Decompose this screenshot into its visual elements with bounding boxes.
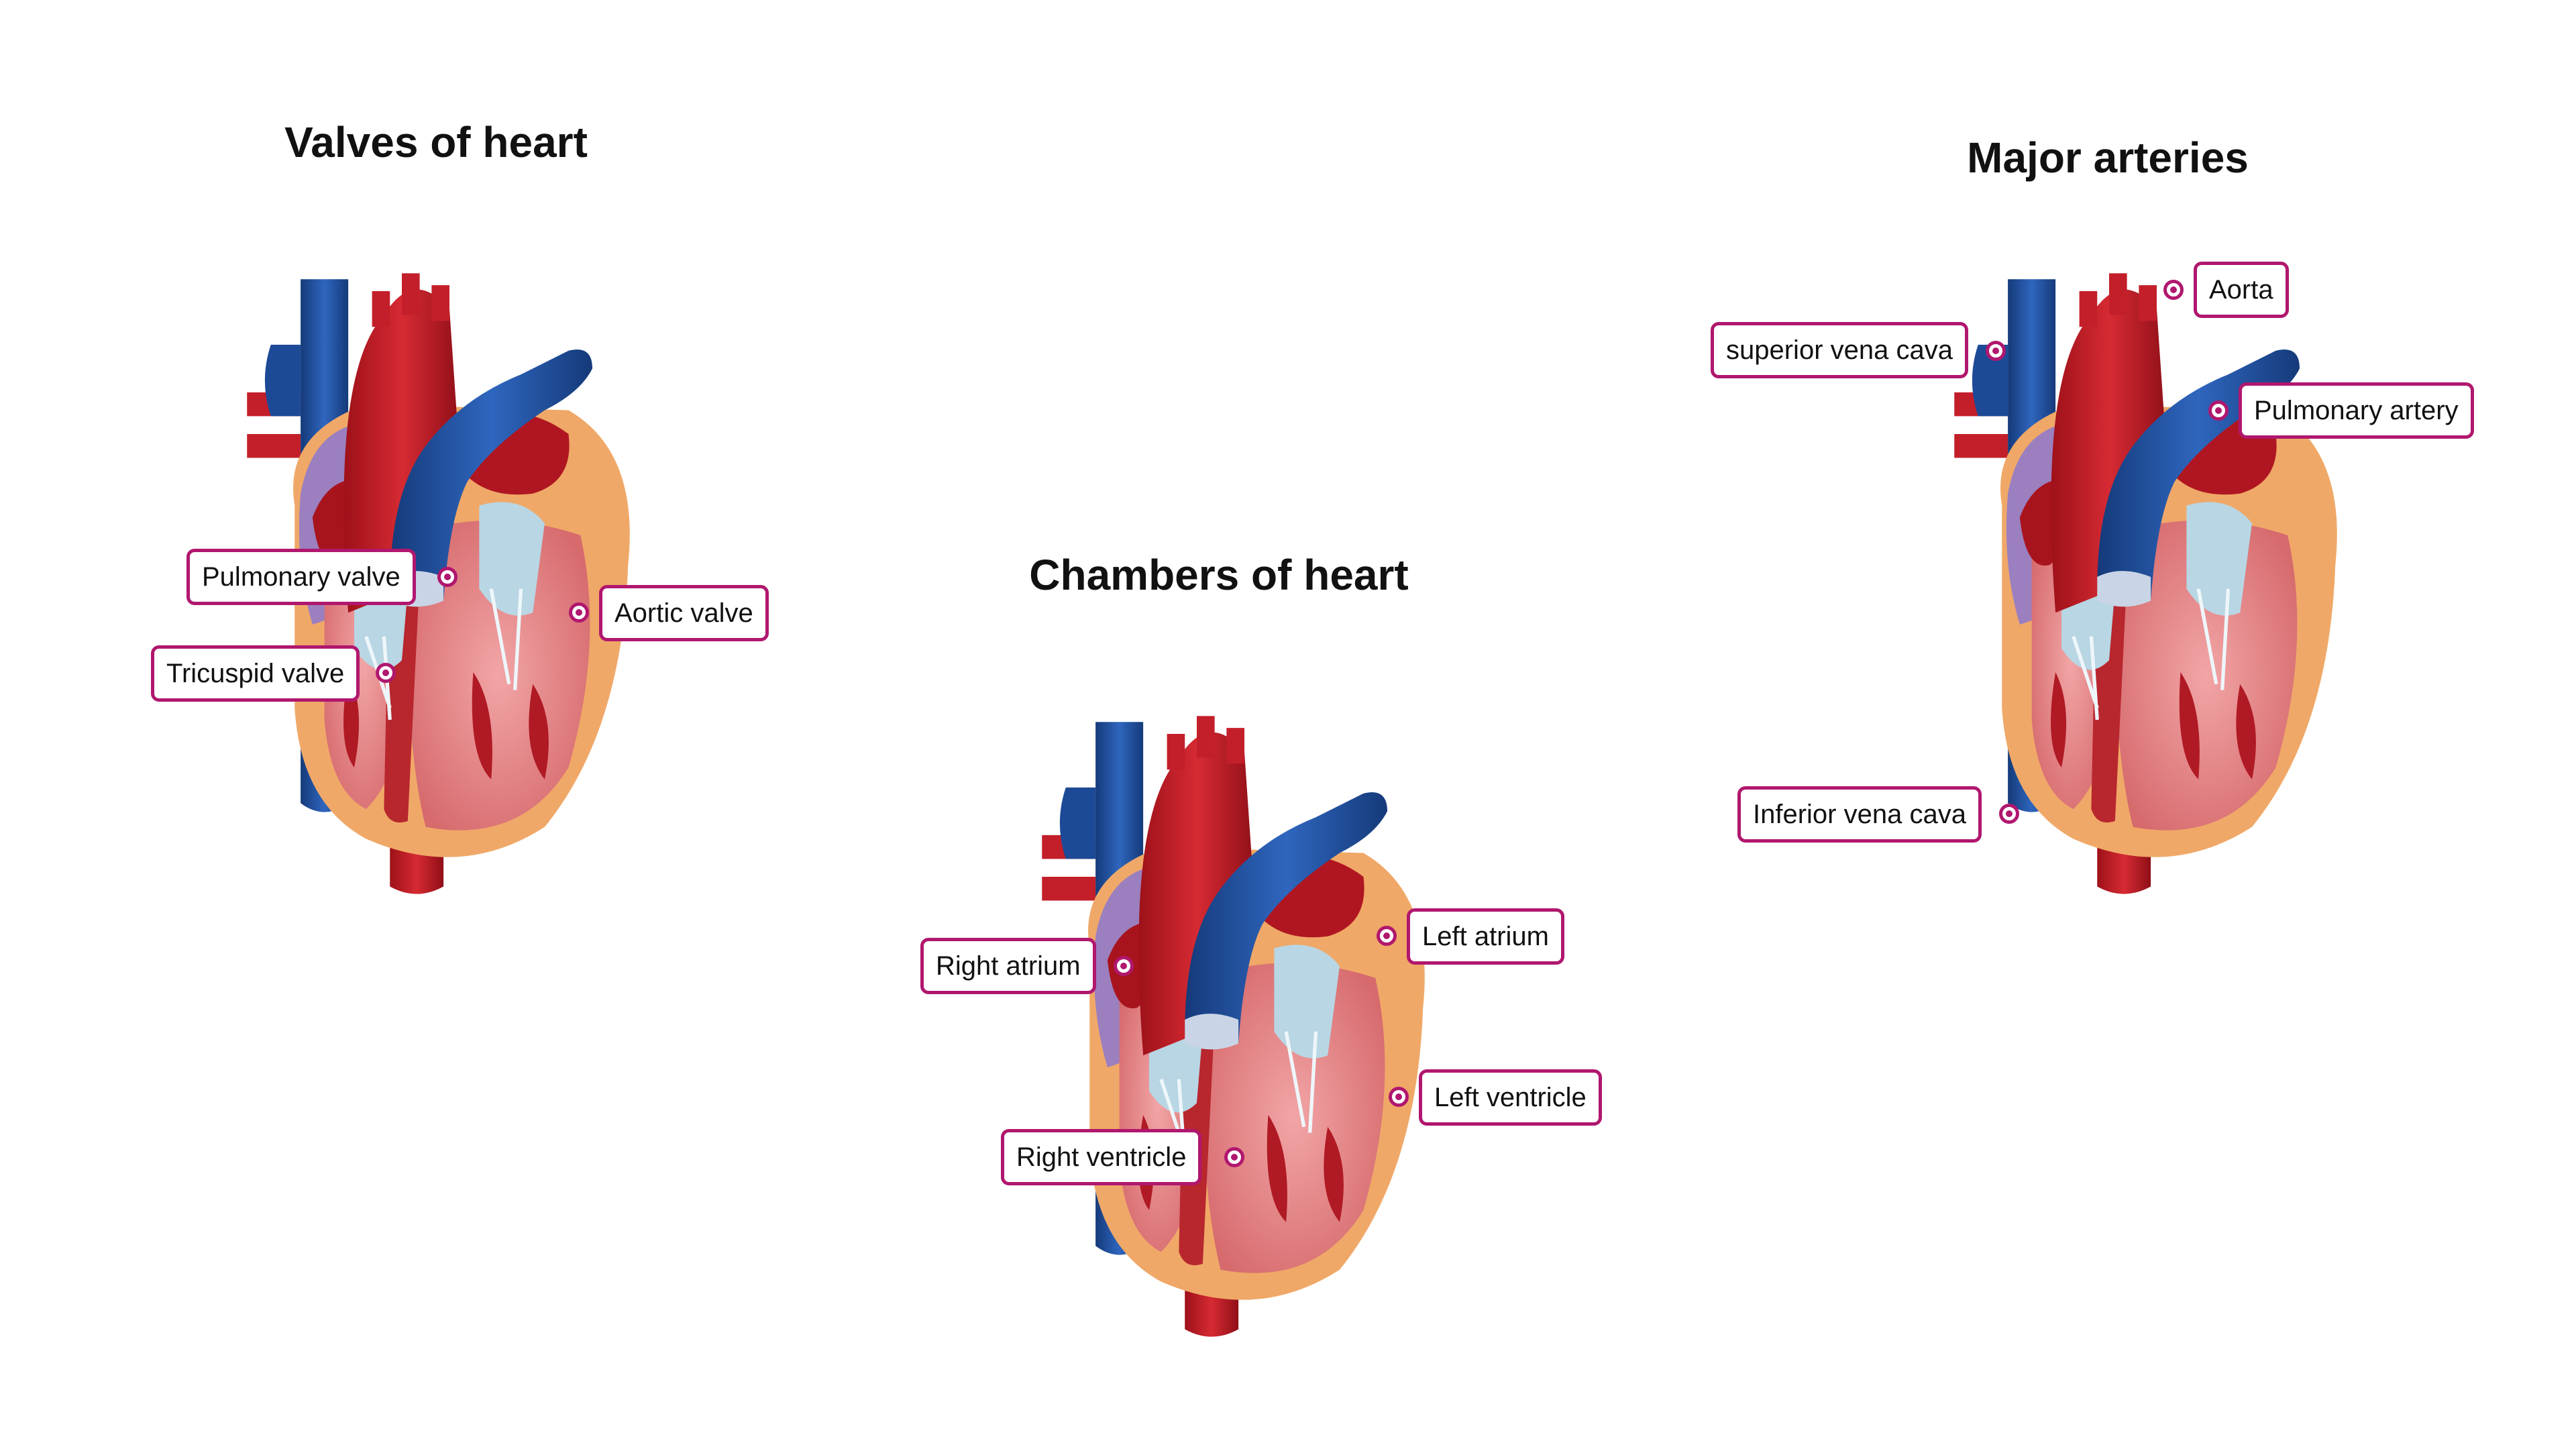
label-tricuspid-valve: Tricuspid valve [151,645,360,702]
panel-arteries: Major arteries Aorta superior vena cava … [1711,0,2576,1449]
marker-dot [1389,1087,1409,1107]
heart-illustration [1006,664,1483,1375]
label-left-ventricle: Left ventricle [1419,1069,1602,1126]
label-inferior-vena-cava: Inferior vena cava [1737,786,1982,843]
marker-dot [1986,341,2006,361]
marker-dot [1114,956,1134,976]
panel-title: Valves of heart [284,118,588,166]
label-left-atrium: Left atrium [1407,908,1564,965]
marker-dot [376,663,396,683]
marker-dot [1999,804,2019,824]
marker-dot [569,602,589,623]
marker-dot [1224,1147,1244,1167]
label-right-ventricle: Right ventricle [1001,1129,1202,1185]
label-aortic-valve: Aortic valve [599,585,769,641]
label-right-atrium: Right atrium [920,938,1096,994]
label-aorta: Aorta [2194,262,2289,318]
panel-chambers: Chambers of heart Right atrium Left atri… [872,0,1744,1449]
panel-valves: Valves of heart Pulmonary valve Aortic v… [0,0,872,1449]
heart-illustration [1919,221,2395,932]
marker-dot [2163,280,2184,300]
panel-title: Chambers of heart [1029,551,1409,599]
marker-dot [1377,926,1397,946]
label-pulmonary-artery: Pulmonary artery [2239,382,2474,439]
marker-dot [2208,400,2229,421]
label-pulmonary-valve: Pulmonary valve [186,549,416,605]
label-superior-vena-cava: superior vena cava [1711,322,1968,378]
panel-title: Major arteries [1967,133,2249,182]
marker-dot [437,567,458,587]
